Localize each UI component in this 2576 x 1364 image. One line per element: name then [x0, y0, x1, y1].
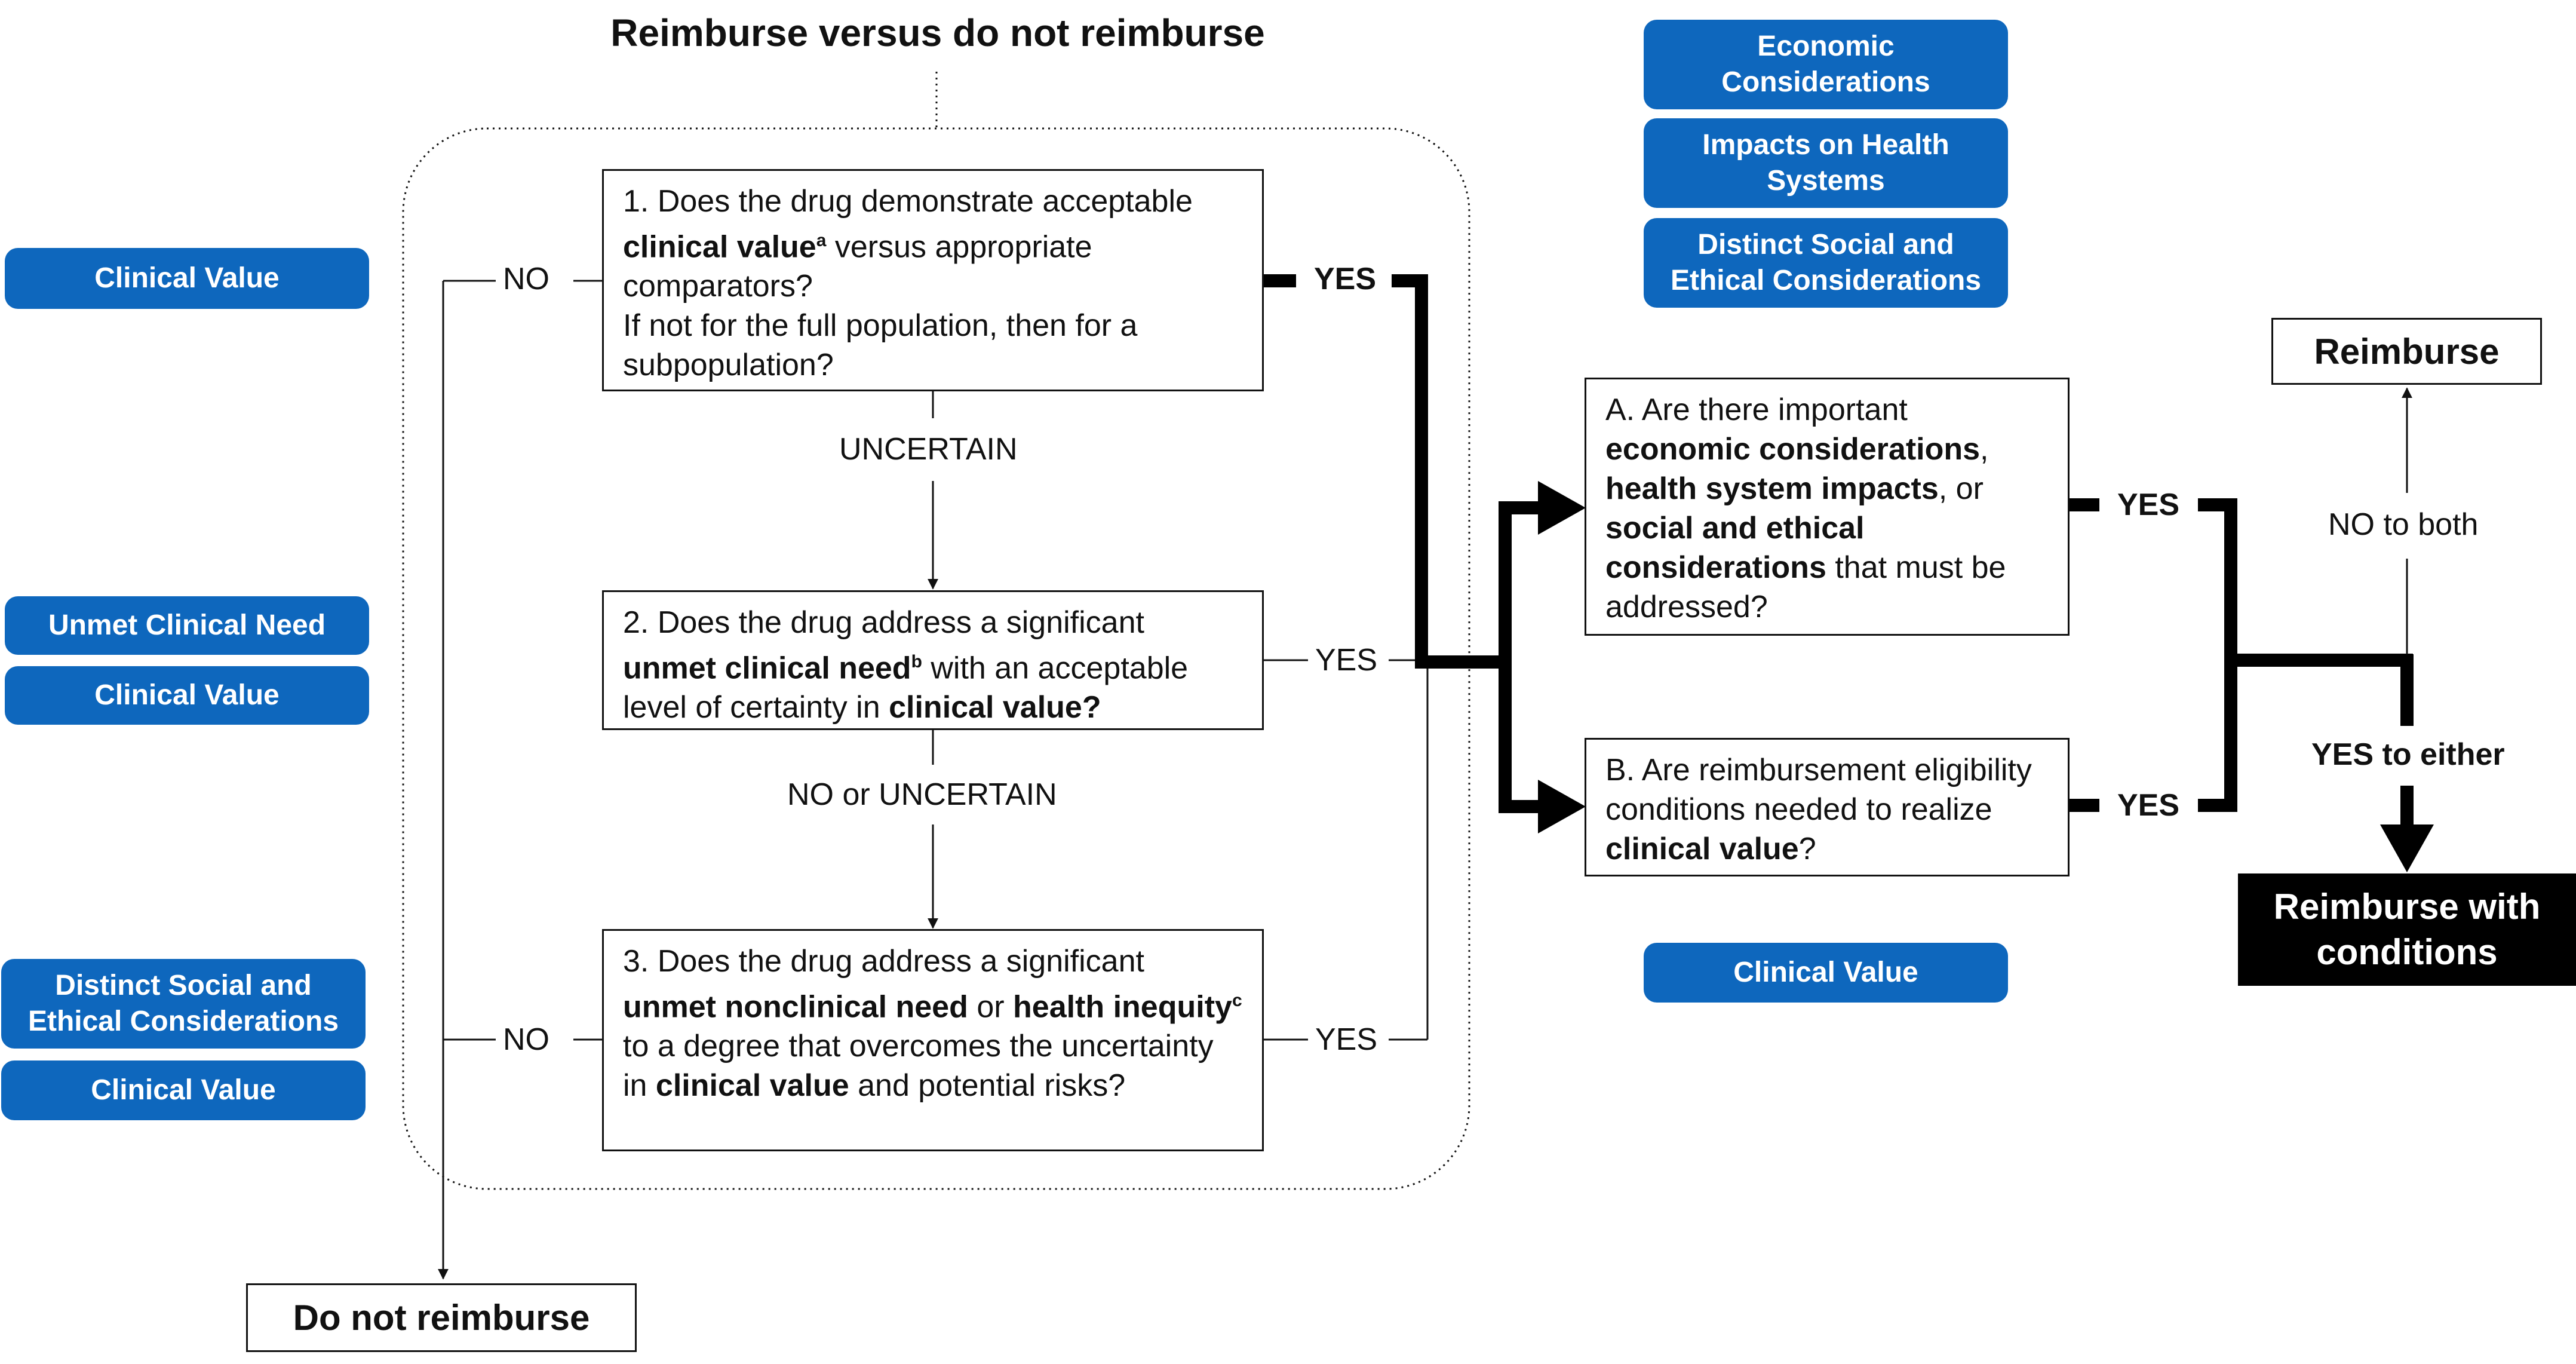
tag-clinical-value: Clinical Value	[1644, 943, 2008, 1003]
label-yes-to-either: YES to either	[2311, 737, 2505, 773]
outcome-reimburse: Reimburse	[2271, 318, 2542, 385]
tag-impacts-health-systems: Impacts on Health Systems	[1644, 118, 2008, 208]
tag-unmet-clinical-need: Unmet Clinical Need	[5, 596, 369, 655]
outcome-do-not-reimburse: Do not reimburse	[246, 1283, 637, 1352]
question-3-box: 3. Does the drug address a significant u…	[602, 929, 1264, 1151]
question-2-box: 2. Does the drug address a significant u…	[602, 590, 1264, 730]
label-no: NO	[503, 261, 549, 297]
label-no-to-both: NO to both	[2328, 507, 2479, 542]
question-1-box: 1. Does the drug demonstrate acceptable …	[602, 169, 1264, 391]
tag-distinct-social-ethical: Distinct Social and Ethical Consideratio…	[1644, 218, 2008, 308]
tag-distinct-social-ethical: Distinct Social and Ethical Consideratio…	[1, 959, 366, 1049]
tag-clinical-value: Clinical Value	[5, 248, 369, 309]
question-a-box: A. Are there important economic consider…	[1585, 378, 2070, 636]
label-uncertain: UNCERTAIN	[839, 431, 1018, 467]
outcome-reimburse-with-conditions: Reimburse with conditions	[2238, 873, 2576, 986]
tag-economic-considerations: Economic Considerations	[1644, 20, 2008, 109]
tag-clinical-value: Clinical Value	[5, 666, 369, 725]
label-no: NO	[503, 1022, 549, 1058]
label-yes-a: YES	[2117, 487, 2180, 523]
label-yes: YES	[1314, 261, 1377, 297]
diagram-title: Reimburse versus do not reimburse	[610, 11, 1265, 54]
label-yes: YES	[1315, 642, 1378, 678]
tag-clinical-value: Clinical Value	[1, 1060, 366, 1120]
label-yes: YES	[1315, 1022, 1378, 1058]
label-no-or-uncertain: NO or UNCERTAIN	[787, 777, 1057, 813]
question-b-box: B. Are reimbursement eligibility conditi…	[1585, 738, 2070, 876]
label-yes-b: YES	[2117, 787, 2180, 823]
